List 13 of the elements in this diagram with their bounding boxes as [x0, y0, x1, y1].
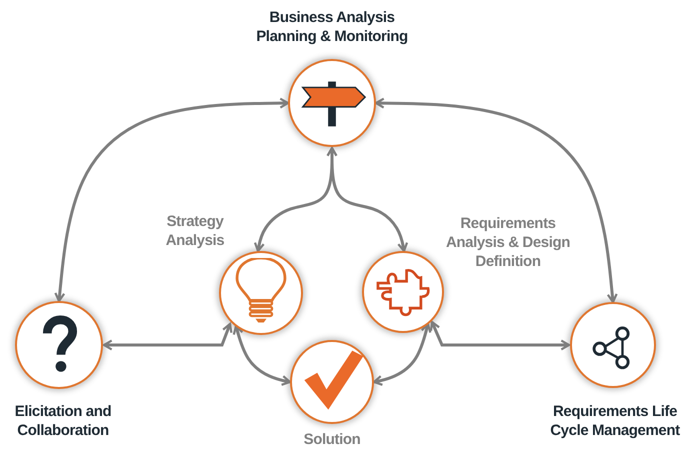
node-label: Strategy Analysis: [164, 212, 226, 250]
double-arrow: [232, 324, 292, 386]
double-arrow: [326, 146, 408, 252]
node-label: Business Analysis Planning & Monitoring: [255, 8, 409, 46]
node-label: Requirements Analysis & Design Definition: [444, 214, 572, 271]
node-label: Solution: [302, 430, 362, 449]
node-label: Elicitation and Collaboration: [14, 402, 112, 440]
node-label: Requirements Life Cycle Management: [549, 402, 681, 440]
double-arrow: [54, 98, 290, 302]
double-arrow: [102, 322, 232, 350]
double-arrow: [374, 98, 618, 304]
double-arrow: [430, 320, 570, 350]
double-arrow: [372, 322, 432, 386]
